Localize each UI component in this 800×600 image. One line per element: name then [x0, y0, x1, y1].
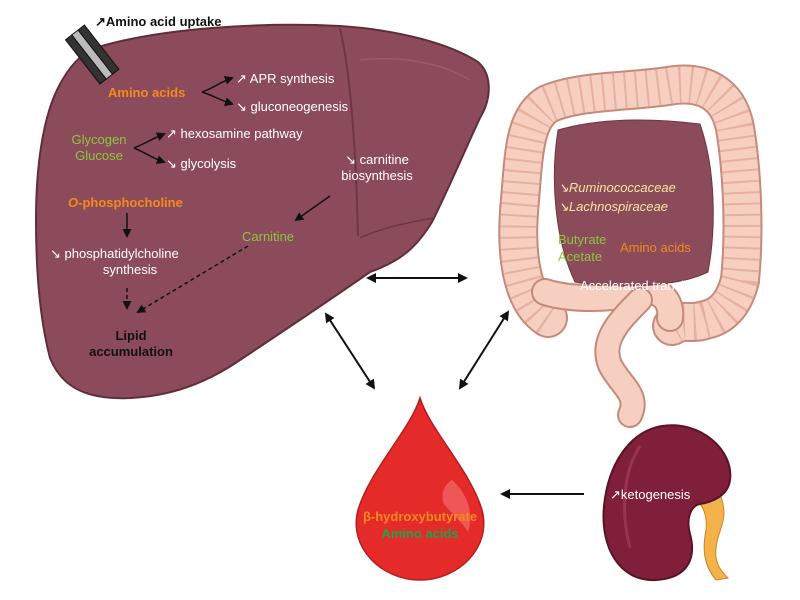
intestine-organ: [498, 64, 763, 428]
o-phosphocholine-label: O-phosphocholine: [68, 195, 183, 210]
lipid-accumulation-label-line2: accumulation: [89, 344, 173, 359]
blood-amino-acids-label: Amino acids: [381, 526, 459, 541]
intestine-amino-acids-label: Amino acids: [620, 240, 691, 255]
glycogen-label: Glycogen: [71, 132, 127, 147]
o-phosphocholine-italic: O: [68, 195, 79, 210]
acetate-label: Acetate: [558, 249, 603, 264]
ruminococcaceae-label: ↘Ruminococcaceae: [558, 180, 676, 195]
hexosamine-pathway-label: ↗ hexosamine pathway: [166, 126, 303, 141]
accelerated-transit-label: Accelerated transit: [580, 278, 688, 293]
liver-amino-acids-label: Amino acids: [108, 85, 186, 100]
carnitine-label: Carnitine: [242, 229, 295, 244]
lipid-accumulation-label-line1: Lipid: [115, 328, 147, 343]
phosphatidylcholine-synthesis-label-line1: ↘ phosphatidylcholine: [50, 246, 179, 261]
carnitine-biosynthesis-label-line2: biosynthesis: [341, 168, 413, 183]
lachnospiraceae-arrow: ↘: [558, 199, 569, 214]
transporter-channel-icon: [64, 24, 120, 85]
phosphatidylcholine-synthesis-label-line2: synthesis: [102, 262, 158, 277]
o-phosphocholine-rest: -phosphocholine: [78, 195, 183, 210]
lachnospiraceae-name: Lachnospiraceae: [568, 199, 668, 214]
glucose-label: Glucose: [75, 148, 123, 163]
lachnospiraceae-label: ↘Lachnospiraceae: [558, 199, 668, 214]
inter-organ-arrows: [324, 273, 584, 499]
apr-synthesis-label: ↗ APR synthesis: [236, 71, 335, 86]
kidney-organ: [602, 424, 732, 582]
amino-acid-uptake-label: ↗Amino acid uptake: [95, 14, 222, 29]
blood-drop: [355, 395, 485, 581]
glycolysis-label: ↘ glycolysis: [166, 156, 237, 171]
gluconeogenesis-label: ↘ gluconeogenesis: [236, 99, 349, 114]
butyrate-label: Butyrate: [558, 232, 607, 247]
carnitine-biosynthesis-label-line1: ↘ carnitine: [345, 152, 409, 167]
ruminococcaceae-name: Ruminococcaceae: [568, 180, 676, 195]
beta-hydroxybutyrate-label: β-hydroxybutyrate: [362, 509, 478, 524]
liver-pathway-arrows: [122, 75, 331, 314]
ketogenesis-label: ↗ketogenesis: [610, 487, 691, 502]
ruminococcaceae-arrow: ↘: [558, 180, 569, 195]
